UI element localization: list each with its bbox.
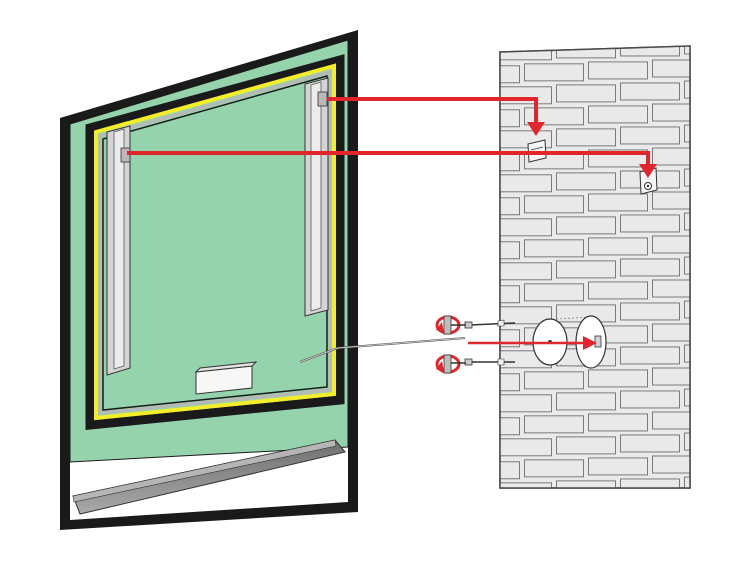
brick: [588, 193, 648, 212]
brick: [500, 241, 520, 260]
brick: [684, 124, 690, 143]
brick: [588, 457, 648, 476]
brick: [652, 367, 690, 386]
green-board: [69, 39, 349, 463]
brick: [524, 239, 584, 258]
brick: [684, 256, 690, 275]
brick: [684, 80, 690, 99]
brick: [524, 415, 584, 434]
brick: [684, 168, 690, 187]
brick: [556, 480, 616, 488]
rotate-clockwise-icon: [435, 315, 466, 335]
brick: [588, 369, 648, 388]
brick: [652, 411, 690, 430]
brick: [652, 455, 690, 474]
brick: [500, 482, 552, 488]
brick: [620, 434, 680, 453]
brick: [500, 153, 520, 172]
yellow-trim: [94, 63, 336, 421]
brick: [652, 147, 690, 166]
brick: [620, 302, 680, 321]
brick: [500, 109, 520, 128]
brick: [556, 260, 616, 279]
brick-pattern: [500, 46, 690, 488]
brick: [652, 103, 690, 122]
arrow-anchor: [468, 336, 597, 350]
brick: [684, 388, 690, 407]
brick: [524, 63, 584, 82]
brick: [588, 237, 648, 256]
brick: [500, 218, 552, 237]
brick: [524, 283, 584, 302]
brick: [500, 174, 552, 193]
brick: [556, 84, 616, 103]
brick: [684, 300, 690, 319]
brick: [500, 65, 520, 84]
cable: [299, 337, 466, 363]
brick: [684, 432, 690, 451]
arrows: [127, 97, 657, 350]
brick: [500, 417, 520, 436]
brick: [500, 262, 552, 281]
brick: [652, 59, 690, 78]
brick: [652, 191, 690, 210]
brick: [556, 436, 616, 455]
brick: [684, 476, 690, 488]
brick: [684, 46, 690, 55]
brick: [556, 216, 616, 235]
brick: [652, 235, 690, 254]
brick: [620, 82, 680, 101]
brick: [588, 281, 648, 300]
brick: [500, 461, 520, 480]
brick: [500, 373, 520, 392]
brick: [500, 86, 552, 105]
brick: [652, 323, 690, 342]
arrow-lower: [127, 151, 657, 178]
brick: [588, 61, 648, 80]
brick: [620, 214, 680, 233]
wall-panel: [60, 30, 466, 530]
inner-bezel: [85, 54, 345, 430]
bottom-shelf: [72, 439, 346, 515]
brick: [652, 279, 690, 298]
brick: [620, 346, 680, 365]
brick: [620, 126, 680, 145]
brick: [524, 107, 584, 126]
brick: [524, 371, 584, 390]
brick: [500, 197, 520, 216]
screw-icon: [464, 358, 515, 366]
brick: [556, 392, 616, 411]
brick: [500, 285, 520, 304]
brick: [500, 394, 552, 413]
left-mounting-rail: [106, 125, 131, 376]
arrow-upper: [327, 97, 545, 136]
brick: [500, 306, 552, 325]
screw-icon: [464, 319, 516, 329]
rotate-clockwise-icon: [435, 354, 466, 374]
brick: [684, 212, 690, 231]
brick: [684, 344, 690, 363]
right-mounting-rail: [304, 77, 329, 317]
brick: [620, 258, 680, 277]
brick: [500, 438, 552, 457]
rail-hook-right: [317, 91, 328, 107]
brick: [524, 195, 584, 214]
brick-wall: [499, 45, 691, 489]
brick: [620, 390, 680, 409]
connector-box: [194, 361, 258, 395]
brick: [556, 128, 616, 147]
brick: [588, 413, 648, 432]
brick: [524, 459, 584, 478]
brick: [588, 105, 648, 124]
brick: [556, 172, 616, 191]
